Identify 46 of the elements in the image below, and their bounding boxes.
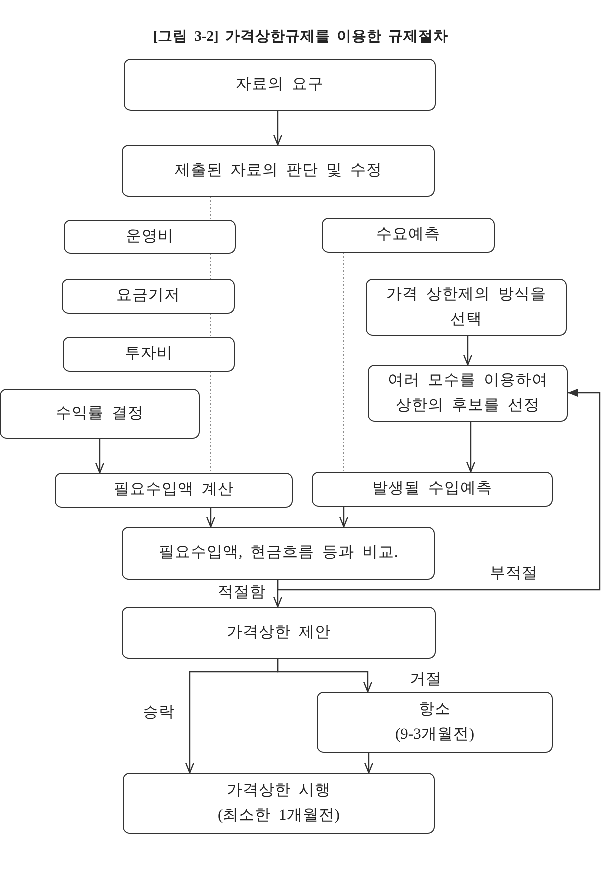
- process-box: [368, 365, 568, 422]
- process-box: [322, 218, 495, 253]
- box-text: 발생될 수입예측: [372, 479, 492, 500]
- box-text: 요금기저: [116, 286, 180, 306]
- process-box: [122, 145, 435, 197]
- box-text: 운영비: [126, 226, 174, 247]
- arrow: [277, 659, 373, 693]
- arrow: [273, 111, 283, 146]
- arrow: [206, 508, 216, 528]
- arrow: [95, 439, 105, 474]
- arrow: [463, 336, 473, 366]
- dotted-line: [210, 254, 212, 280]
- process-box: [55, 473, 293, 508]
- box-text: 제출된 자료의 판단 및 수정: [174, 160, 382, 181]
- arrow: [364, 753, 374, 774]
- box-text: 가격 상한제의 방식을 선택: [386, 284, 548, 330]
- process-box: [62, 279, 235, 314]
- process-box: [312, 472, 553, 507]
- box-text: 필요수입액, 현금흐름 등과 비교.: [158, 543, 398, 564]
- process-box: [0, 389, 200, 439]
- figure-title: [그림 3-2] 가격상한규제를 이용한 규제절차: [153, 28, 449, 46]
- process-box: [366, 279, 567, 336]
- box-text: 가격상한 시행: [227, 780, 331, 801]
- arrow: [466, 422, 476, 473]
- process-box: [124, 59, 436, 111]
- process-box: [122, 607, 436, 659]
- process-box: [64, 220, 236, 254]
- box-text: 항소: [419, 700, 451, 720]
- process-box: [123, 773, 435, 834]
- dotted-line: [210, 314, 212, 338]
- box-text: 여러 모수를 이용하여 상한의 후보를 선정: [387, 370, 549, 416]
- process-box: [122, 527, 435, 580]
- arrow: [339, 507, 349, 528]
- process-box: [317, 692, 553, 753]
- box-text: 필요수입액 계산: [114, 480, 234, 500]
- box-text: 자료의 요구: [236, 74, 324, 95]
- dotted-line: [210, 372, 212, 474]
- box-text: (최소한 1개월전): [218, 806, 340, 826]
- process-box: [63, 337, 235, 372]
- box-text: 수익률 결정: [56, 404, 144, 424]
- box-text: (9-3개월전): [396, 724, 474, 744]
- dotted-line: [210, 196, 212, 220]
- box-text: 가격상한 제안: [227, 622, 331, 643]
- arrow: [277, 389, 601, 591]
- box-text: 투자비: [125, 344, 173, 364]
- box-text: 수요예측: [376, 225, 440, 246]
